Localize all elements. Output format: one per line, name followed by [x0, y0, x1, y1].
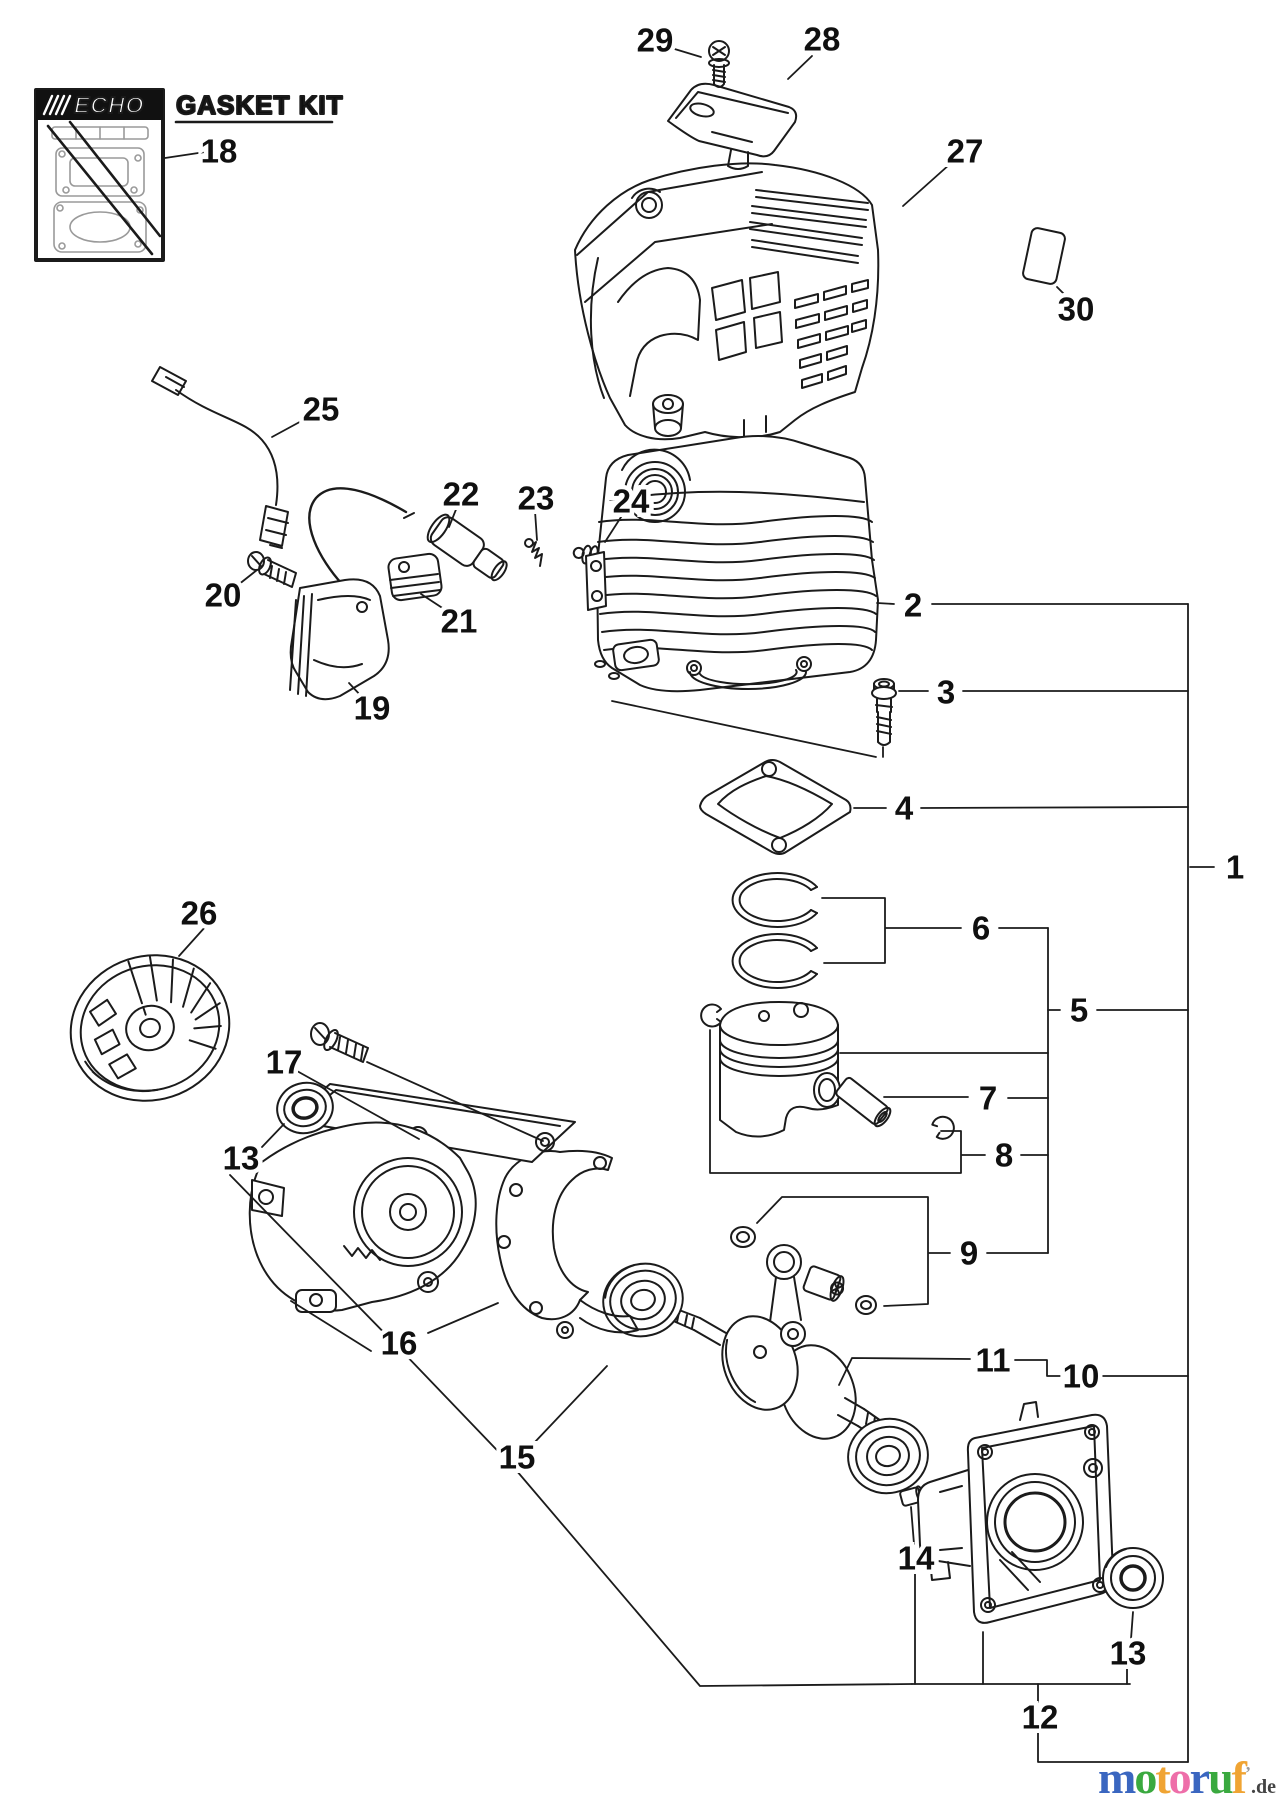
callout-29: 29 [637, 22, 674, 59]
watermark-letter: o [1168, 1752, 1192, 1803]
crankshaft-drawing [661, 1304, 890, 1441]
callout-14: 14 [898, 1540, 935, 1577]
callout-4: 4 [895, 790, 914, 827]
strike-line [46, 124, 154, 256]
callout-23: 23 [518, 480, 555, 517]
callout-24: 24 [613, 483, 650, 520]
ignition-coil-19-drawing [289, 487, 415, 701]
callout-7: 7 [979, 1080, 997, 1117]
plug-cap-22-drawing [426, 513, 508, 582]
piston-drawing [700, 1001, 841, 1138]
watermark-word: motoruf [1098, 1752, 1247, 1803]
callout-13: 13 [1110, 1635, 1147, 1672]
watermark-letter: m [1098, 1752, 1136, 1803]
crankcase-p-drawing [917, 1401, 1115, 1624]
watermark-letter: r [1189, 1752, 1210, 1803]
piston-rings-6-drawing [731, 872, 818, 989]
watermark-logo: motoruf’.de [1098, 1750, 1288, 1810]
terminal-23-drawing [524, 538, 543, 567]
watermark-letter: u [1208, 1752, 1234, 1803]
callout-16: 16 [381, 1325, 418, 1362]
circlip-left [700, 1003, 722, 1028]
callout-1: 1 [1226, 849, 1244, 886]
screw-17-drawing [310, 1022, 369, 1063]
callout-30: 30 [1058, 291, 1095, 328]
gasket-kit-contents [51, 126, 149, 253]
watermark-letter: o [1134, 1752, 1157, 1803]
callout-3: 3 [937, 674, 955, 711]
echo-banner-stripes [42, 94, 72, 116]
callout-5: 5 [1070, 992, 1088, 1029]
watermark-suffix: .de [1251, 1776, 1276, 1798]
cylinder-2-drawing [585, 435, 879, 693]
coil-block-21-drawing [387, 552, 443, 602]
callout-26: 26 [181, 895, 218, 932]
callout-22: 22 [443, 476, 480, 513]
echo-banner [36, 90, 163, 120]
ball-bearing-right-drawing [847, 1417, 929, 1495]
callout-12: 12 [1022, 1699, 1059, 1736]
watermark-letter: t [1155, 1752, 1170, 1803]
callout-13: 13 [223, 1140, 260, 1177]
piston-pin-7-drawing [835, 1076, 892, 1128]
watermark-letter: f [1231, 1752, 1247, 1803]
connecting-rod-9-drawing [730, 1226, 877, 1323]
bolt-3-drawing [871, 678, 897, 746]
callout-28: 28 [804, 21, 841, 58]
ball-bearing-15-drawing [602, 1262, 684, 1338]
callout-6: 6 [972, 910, 990, 947]
lead-wire-25-drawing [151, 366, 289, 549]
screw-29-drawing [708, 40, 730, 88]
oil-seal-13-right-drawing [1102, 1547, 1164, 1609]
callout-9: 9 [960, 1235, 978, 1272]
callout-2: 2 [904, 587, 922, 624]
oil-seal-13-left-drawing [276, 1081, 334, 1135]
watermark-tick: ’ [1245, 1763, 1251, 1783]
callout-21: 21 [441, 603, 478, 640]
screw-20-drawing [247, 551, 297, 588]
echo-logo: ECHO [74, 92, 144, 118]
callout-20: 20 [205, 577, 242, 614]
gasket-kit-title: GASKET KIT [176, 90, 343, 120]
callout-lines [164, 46, 1215, 1763]
callout-27: 27 [947, 133, 984, 170]
circlip-8-drawing [931, 1115, 955, 1140]
callout-18: 18 [201, 133, 238, 170]
crankcase-gasket-drawing [495, 1149, 639, 1339]
decal-30-drawing [1022, 227, 1066, 285]
gasket-kit-box [34, 88, 334, 262]
flywheel-26-drawing [69, 954, 231, 1102]
strike-line [68, 120, 162, 238]
callout-11: 11 [976, 1342, 1011, 1379]
callout-15: 15 [499, 1439, 536, 1476]
callout-25: 25 [303, 391, 340, 428]
callout-19: 19 [354, 690, 391, 727]
cover-latch-28-drawing [667, 82, 798, 170]
callout-8: 8 [995, 1137, 1013, 1174]
callout-10: 10 [1063, 1358, 1100, 1395]
callout-17: 17 [266, 1044, 303, 1081]
base-gasket-4-drawing [699, 759, 852, 855]
engine-cover-27-drawing [574, 162, 880, 441]
